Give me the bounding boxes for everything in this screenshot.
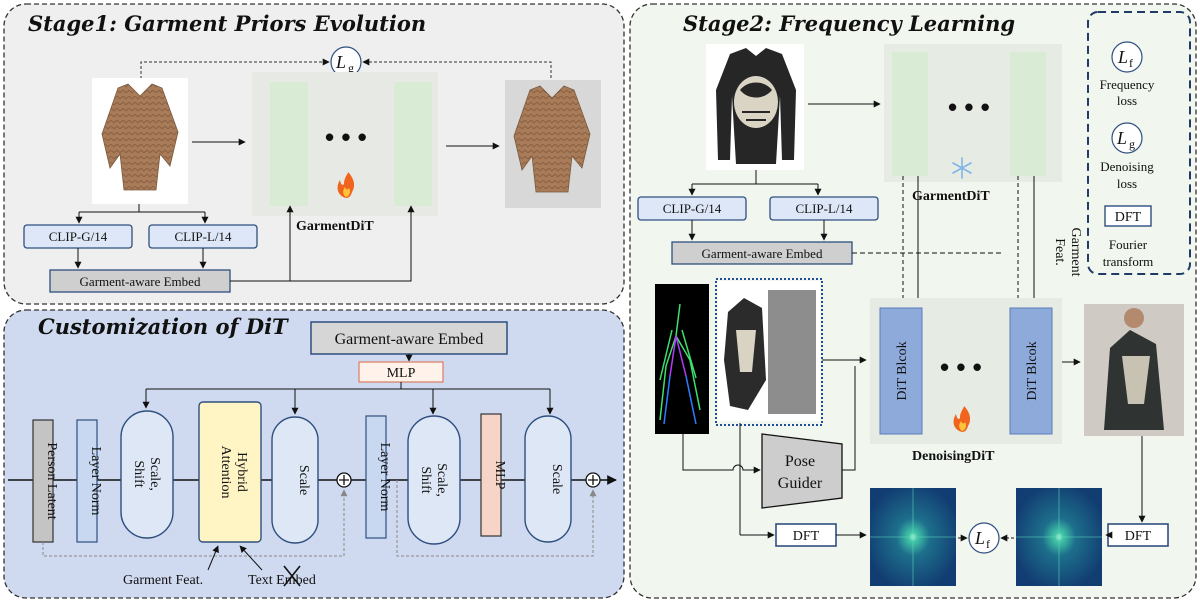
custom-layer-norm-1-label: Layer Norm <box>88 447 103 516</box>
stage2-dit-block-2-label: DiT Blcok <box>1025 341 1040 400</box>
legend-lf-symbol: L <box>1117 47 1128 67</box>
stage2-title: Stage2: Frequency Learning <box>683 11 1015 36</box>
stage2-garment-image <box>706 44 804 170</box>
legend-lf-text-1: Frequency <box>1100 77 1155 92</box>
custom-panel: Customization of DiT Garment-aware Embed… <box>3 309 625 599</box>
stage2-panel: Stage2: Frequency Learning L f Frequency… <box>629 3 1197 599</box>
stage1-embed-label: Garment-aware Embed <box>80 274 201 289</box>
stage1-dit-col-1 <box>270 82 308 206</box>
stage1-panel: Stage1: Garment Priors Evolution L g • •… <box>3 3 625 305</box>
custom-embed-box <box>310 321 508 355</box>
custom-hybrid-label-2: Attention <box>218 446 233 499</box>
custom-layer-norm-2-label: Layer Norm <box>377 443 392 512</box>
stage2-clip-l-label: CLIP-L/14 <box>795 201 853 216</box>
custom-mlp-top-label: MLP <box>387 366 416 381</box>
stage1-dots: • • • <box>325 122 367 152</box>
stage2-garment-dit-label: GarmentDiT <box>912 189 990 204</box>
custom-garment-feat-label: Garment Feat. <box>123 573 203 588</box>
stage1-loss-symbol: L <box>335 52 346 72</box>
stage2-mask-image <box>766 281 820 421</box>
custom-layer-norm-1-box <box>76 419 98 543</box>
custom-mlp-mid-label: MLP <box>492 461 507 490</box>
stage2-embed-label: Garment-aware Embed <box>702 246 823 261</box>
legend-lg-symbol: L <box>1116 128 1127 148</box>
legend-dft-box <box>1104 205 1152 227</box>
stage1-title: Stage1: Garment Priors Evolution <box>28 11 426 36</box>
custom-person-latent-label: Person Latent <box>44 442 59 519</box>
stage2-input-group-frame <box>715 278 823 426</box>
stage2-pose-image <box>655 284 709 434</box>
stage2-lf-symbol: L <box>974 528 985 548</box>
legend-lg-circle <box>1111 122 1143 154</box>
stage2-denoising-dit-label: DenoisingDiT <box>912 449 995 464</box>
legend-dft-text-2: transform <box>1103 254 1154 269</box>
stage2-snowflake-icon <box>952 157 972 179</box>
stage2-dft-right-label: DFT <box>1125 529 1152 544</box>
stage2-fire-icon <box>953 406 971 432</box>
custom-mlp-mid-box <box>480 413 502 537</box>
stage2-garment-feat-1: Garment <box>1068 228 1083 277</box>
stage2-clip-g-label: CLIP-G/14 <box>663 201 722 216</box>
custom-scale-shift-1a-label: Scale, <box>147 457 162 491</box>
custom-text-embed-cross-icon <box>283 565 301 587</box>
stage1-dit-col-2 <box>394 82 432 206</box>
stage2-pose-guider-label-1: Pose <box>785 453 815 470</box>
custom-scale-2-box <box>524 415 572 543</box>
custom-embed-label: Garment-aware Embed <box>335 331 484 348</box>
custom-layer-norm-2-box <box>365 415 387 539</box>
custom-scale-1-label: Scale <box>296 465 311 495</box>
legend-lg-sub: g <box>1129 137 1135 151</box>
stage2-lf-circle <box>968 522 1000 554</box>
stage2-output-person-image <box>1084 304 1184 436</box>
stage1-loss-sub: g <box>348 61 354 75</box>
custom-scale-shift-1-box <box>120 410 174 539</box>
stage2-lf-sub: f <box>986 537 990 551</box>
custom-hybrid-attention-box <box>198 401 262 543</box>
stage2-garment-dit-col-2 <box>1010 52 1046 176</box>
legend-dft-text-1: Fourier <box>1109 237 1148 252</box>
stage1-output-garment-image <box>505 80 601 208</box>
stage2-dit-block-1-label: DiT Blcok <box>895 341 910 400</box>
stage2-garment-dots: • • • <box>948 92 990 122</box>
custom-scale-shift-1b-label: Shift <box>131 460 146 487</box>
custom-title: Customization of DiT <box>38 314 289 339</box>
stage2-garment-feat-2: Feat. <box>1052 238 1067 266</box>
custom-scale-shift-2a-label: Scale, <box>434 463 449 497</box>
custom-scale-shift-2-box <box>407 415 461 545</box>
stage2-person-image <box>718 281 766 421</box>
custom-scale-shift-2b-label: Shift <box>418 466 433 493</box>
custom-scale-1-box <box>271 416 319 544</box>
custom-hybrid-label-1: Hybrid <box>234 452 249 492</box>
stage2-pose-guider <box>761 433 843 509</box>
legend-lf-text-2: loss <box>1117 93 1137 108</box>
stage1-clip-g-label: CLIP-G/14 <box>49 229 108 244</box>
stage1-clip-l-label: CLIP-L/14 <box>174 229 232 244</box>
stage1-fire-icon <box>337 172 355 198</box>
stage1-garment-image <box>92 78 188 204</box>
legend-dft-label: DFT <box>1115 210 1142 225</box>
stage2-garment-dit-col-1 <box>892 52 928 176</box>
legend-lf-circle <box>1111 41 1143 73</box>
stage1-dit-name: GarmentDiT <box>296 219 374 234</box>
legend-lf-sub: f <box>1129 56 1133 70</box>
stage2-dit-block-1 <box>879 307 923 435</box>
stage2-dft-left-label: DFT <box>793 529 820 544</box>
legend-lg-text-1: Denoising <box>1100 159 1154 174</box>
legend-lg-text-2: loss <box>1117 176 1137 191</box>
stage2-dit-block-2 <box>1009 307 1053 435</box>
stage2-pose-guider-label-2: Guider <box>778 475 823 492</box>
stage2-denoising-dots: • • • <box>940 352 982 382</box>
custom-scale-2-label: Scale <box>549 464 564 494</box>
custom-text-embed-label: Text Embed <box>248 573 316 588</box>
